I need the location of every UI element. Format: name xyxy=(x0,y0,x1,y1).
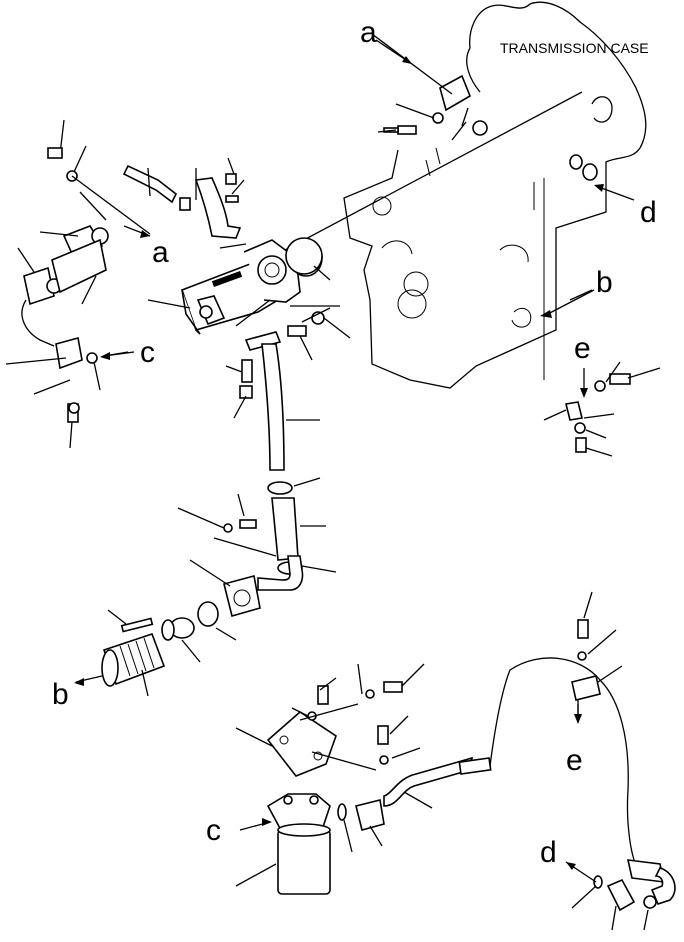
transmission-case xyxy=(343,1,647,389)
return-hose xyxy=(489,591,676,931)
callout-b-left: b xyxy=(52,678,69,711)
shaft-line xyxy=(269,91,583,259)
callout-arrows xyxy=(74,39,635,883)
strainer-element xyxy=(101,609,166,697)
callout-d-top: d xyxy=(640,196,657,229)
callout-c-filter: c xyxy=(206,814,221,847)
callout-d-bottom: d xyxy=(540,836,557,869)
left-hose-assembly xyxy=(5,119,191,449)
callout-b-right: b xyxy=(596,266,613,299)
suction-pipe xyxy=(225,343,337,575)
filter-assembly xyxy=(235,756,492,895)
diagram-labels: TRANSMISSION CASE a a b b c c d d e e xyxy=(52,16,657,869)
strainer-elbow xyxy=(161,493,304,663)
pump-flange-parts xyxy=(147,237,351,361)
callout-c-left: c xyxy=(140,336,155,369)
top-bracket-assembly xyxy=(371,33,488,141)
callout-a-left: a xyxy=(152,236,169,269)
callout-e-bottom: e xyxy=(566,744,583,777)
hydraulic-pump xyxy=(180,239,323,335)
callout-a-top: a xyxy=(360,16,377,49)
transmission-case-label: TRANSMISSION CASE xyxy=(500,40,649,56)
filter-bracket xyxy=(235,663,425,777)
right-clamp-assembly xyxy=(543,361,661,457)
outlet-tube-upper xyxy=(194,157,245,239)
callout-e-top: e xyxy=(574,332,591,365)
